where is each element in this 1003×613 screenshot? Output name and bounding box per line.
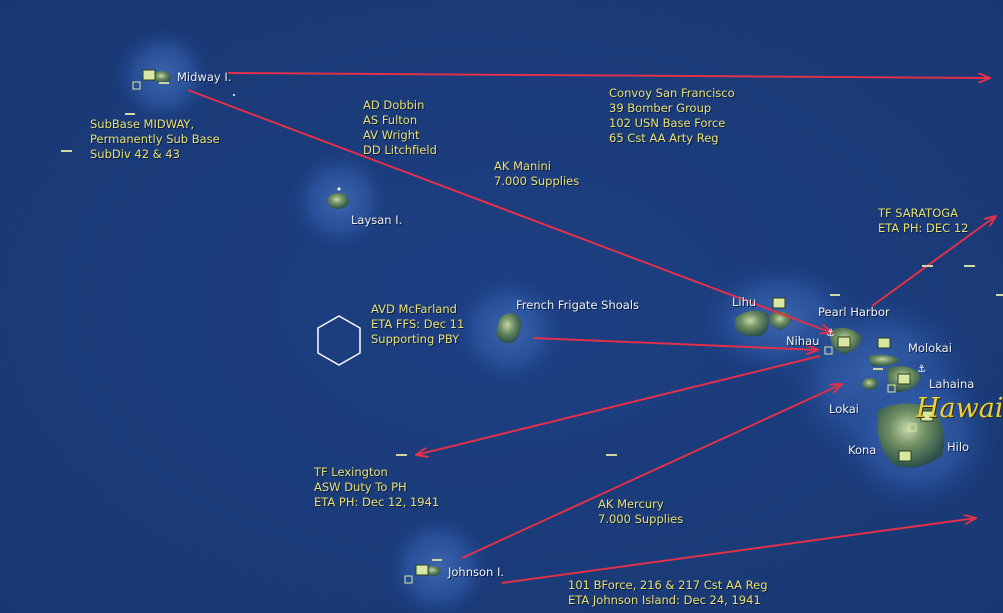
airbase-icon[interactable] (897, 373, 911, 385)
label-lihue[interactable]: Lihu (732, 295, 757, 309)
label-nihau[interactable]: Nihau (786, 334, 820, 348)
label-pearl[interactable]: Pearl Harbor (818, 305, 890, 319)
ship-icon[interactable] (159, 82, 169, 84)
ship-icon[interactable] (432, 559, 442, 561)
molokai-island (868, 354, 900, 367)
ship-icon[interactable] (396, 454, 407, 456)
region-label-hawaii: Hawai (916, 393, 1003, 424)
airbase-icon[interactable] (415, 564, 429, 576)
reef-dot (233, 94, 235, 96)
arrow-mcfarland (532, 337, 818, 350)
label-lahaina[interactable]: Lahaina (929, 377, 975, 391)
ship-icon[interactable] (606, 454, 617, 456)
kauai-island (735, 310, 769, 337)
ship-icon[interactable] (996, 294, 1003, 296)
ship-icon[interactable] (964, 265, 975, 267)
johnson-island (425, 566, 441, 576)
laysan-island (327, 193, 349, 209)
label-hilo[interactable]: Hilo (947, 440, 970, 454)
airbase-icon[interactable] (877, 337, 891, 349)
johnson-shallows (383, 512, 493, 613)
label-ffs[interactable]: French Frigate Shoals (516, 298, 640, 312)
port-icon[interactable] (824, 346, 833, 355)
airbase-icon[interactable] (142, 69, 156, 81)
movement-arrows (187, 72, 996, 584)
port-icon[interactable] (404, 575, 413, 584)
arrow-manini (187, 89, 832, 333)
ship-icon[interactable] (125, 113, 135, 115)
hex-cursor-icon[interactable] (317, 315, 361, 366)
ffs-island (496, 313, 522, 343)
airbase-icon[interactable] (920, 410, 934, 422)
arrow-lexington (416, 355, 821, 455)
anchor-icon[interactable]: ⚓ (826, 328, 835, 339)
ship-icon[interactable] (922, 265, 933, 267)
lanai-island (862, 378, 878, 390)
midway-island (153, 71, 171, 83)
base-markers: ⚓ ⚓ (132, 69, 934, 584)
airbase-icon[interactable] (837, 336, 851, 348)
label-laysan[interactable]: Laysan I. (351, 213, 403, 227)
port-icon[interactable] (887, 384, 896, 393)
anchor-icon[interactable]: ⚓ (917, 364, 926, 375)
arrow-saratoga (871, 216, 996, 307)
ship-icon[interactable] (830, 294, 840, 296)
arrow-convoy-sf (227, 72, 990, 78)
ship-icon[interactable] (61, 150, 72, 152)
airbase-icon[interactable] (772, 297, 786, 309)
label-lokai[interactable]: Lokai (829, 402, 859, 416)
reef-dot (337, 187, 341, 191)
arrow-mercury (461, 384, 842, 559)
label-kona[interactable]: Kona (848, 443, 877, 457)
airbase-icon[interactable] (898, 450, 912, 462)
port-icon[interactable] (908, 423, 917, 432)
arrow-bforce (501, 518, 976, 584)
ship-units (61, 82, 1003, 561)
label-midway[interactable]: Midway I. (177, 70, 232, 84)
label-molokai[interactable]: Molokai (908, 341, 952, 355)
port-icon[interactable] (132, 81, 141, 90)
label-johnson[interactable]: Johnson I. (448, 565, 505, 579)
ship-icon[interactable] (873, 368, 883, 370)
